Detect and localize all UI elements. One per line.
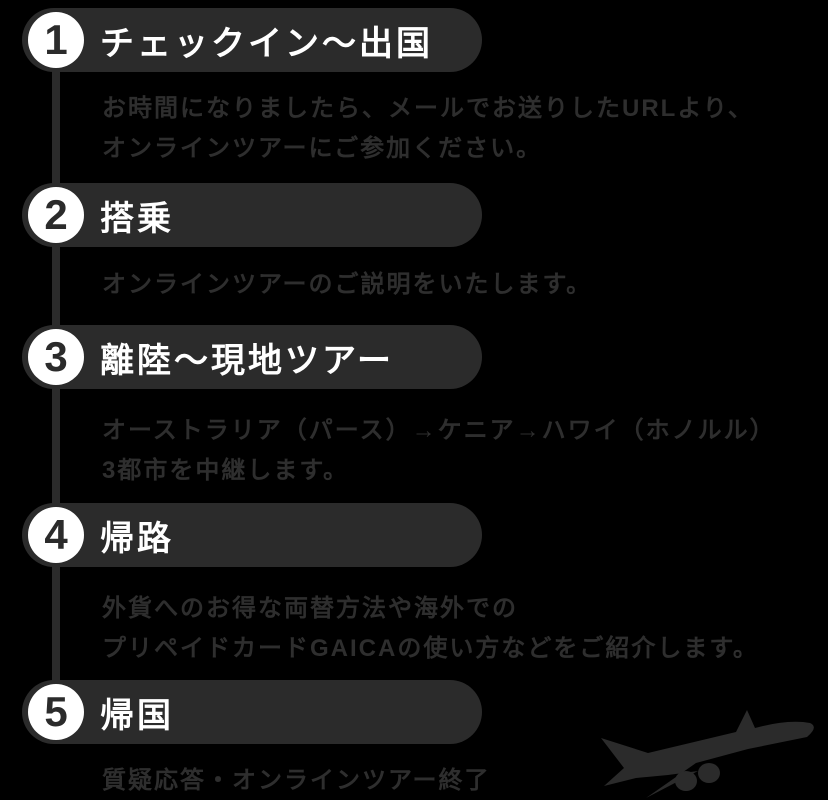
step-2-description: オンラインツアーのご説明をいたします。	[102, 265, 828, 305]
step-3-title: 離陸〜現地ツアー	[100, 341, 394, 380]
description-line: プリペイドカードGAICAの使い方などをご紹介します。	[102, 635, 759, 662]
step-1-pill: 1 チェックイン〜出国	[22, 8, 482, 72]
step-number: 3	[44, 333, 68, 380]
step-5-description: 質疑応答・オンラインツアー終了	[102, 761, 828, 800]
step-3-description: オーストラリア（パース）→ケニア→ハワイ（ホノルル） 3都市を中継します。	[102, 411, 828, 491]
step-number: 5	[44, 688, 68, 735]
description-line: オーストラリア（パース）→ケニア→ハワイ（ホノルル）	[102, 417, 776, 444]
airplane-icon	[601, 710, 814, 798]
step-5-number-badge: 5	[28, 684, 84, 740]
step-2-title: 搭乗	[100, 199, 174, 238]
description-line: 外貨へのお得な両替方法や海外での	[102, 595, 518, 622]
step-4: 4 帰路 外貨へのお得な両替方法や海外での プリペイドカードGAICAの使い方な…	[0, 503, 828, 669]
description-line: オンラインツアーのご説明をいたします。	[102, 271, 593, 298]
step-4-title: 帰路	[100, 519, 174, 558]
step-5-title: 帰国	[100, 696, 174, 735]
step-1-title: チェックイン〜出国	[100, 24, 433, 63]
step-2-pill: 2 搭乗	[22, 183, 482, 247]
step-3: 3 離陸〜現地ツアー オーストラリア（パース）→ケニア→ハワイ（ホノルル） 3都…	[0, 325, 828, 491]
step-5-pill: 5 帰国	[22, 680, 482, 744]
step-4-pill: 4 帰路	[22, 503, 482, 567]
step-1-number-badge: 1	[28, 12, 84, 68]
step-3-pill: 3 離陸〜現地ツアー	[22, 325, 482, 389]
step-5: 5 帰国 質疑応答・オンラインツアー終了	[0, 680, 828, 800]
step-number: 2	[44, 191, 68, 238]
step-1: 1 チェックイン〜出国 お時間になりましたら、メールでお送りしたURLより、 オ…	[0, 8, 828, 169]
step-number: 4	[44, 511, 68, 558]
description-line: オンラインツアーにご参加ください。	[102, 135, 543, 162]
step-1-description: お時間になりましたら、メールでお送りしたURLより、 オンラインツアーにご参加く…	[102, 89, 828, 169]
step-2: 2 搭乗 オンラインツアーのご説明をいたします。	[0, 183, 828, 305]
step-number: 1	[44, 16, 68, 63]
description-line: お時間になりましたら、メールでお送りしたURLより、	[102, 95, 754, 122]
step-2-number-badge: 2	[28, 187, 84, 243]
step-4-description: 外貨へのお得な両替方法や海外での プリペイドカードGAICAの使い方などをご紹介…	[102, 589, 828, 669]
description-line: 3都市を中継します。	[102, 457, 349, 484]
step-4-number-badge: 4	[28, 507, 84, 563]
step-3-number-badge: 3	[28, 329, 84, 385]
description-line: 質疑応答・オンラインツアー終了	[102, 767, 491, 794]
